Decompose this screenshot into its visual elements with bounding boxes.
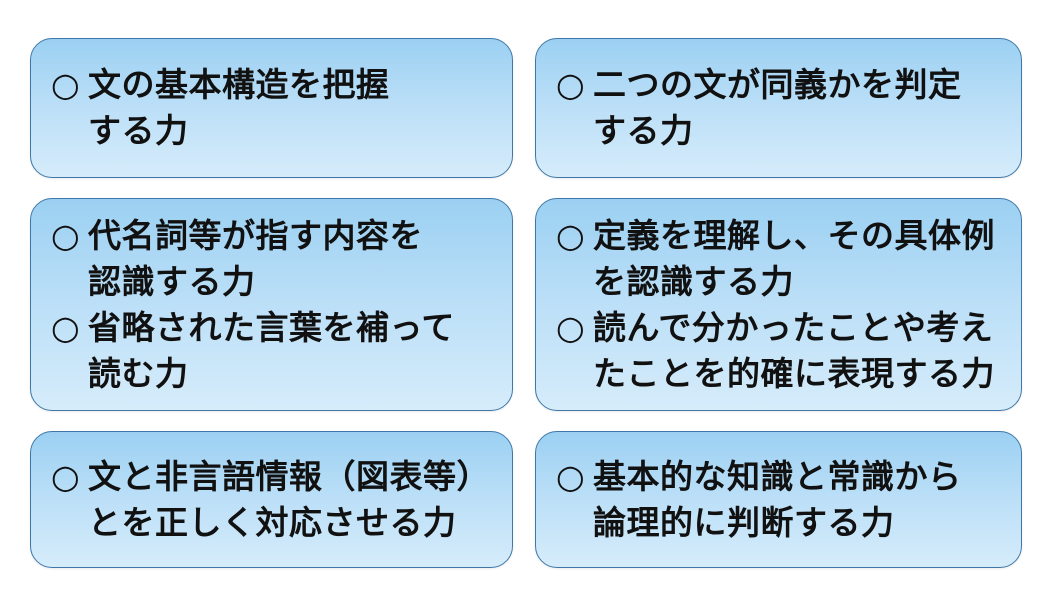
skill-items: ○ 定義を理解し、その具体例 を認識する力 ○ 読んで分かったことや考え たこと… — [556, 199, 1007, 410]
skill-box-definition: ○ 定義を理解し、その具体例 を認識する力 ○ 読んで分かったことや考え たこと… — [535, 198, 1022, 411]
skill-text: 定義を理解し、その具体例 を認識する力 — [593, 215, 995, 301]
circle-bullet: ○ — [51, 65, 81, 104]
skill-item: ○ 定義を理解し、その具体例 を認識する力 — [556, 213, 1007, 305]
circle-bullet: ○ — [51, 456, 81, 496]
skill-item: ○ 文の基本構造を把握 する力 — [51, 62, 498, 154]
skill-text: 二つの文が同義かを判定 する力 — [593, 65, 962, 150]
skill-box-synonymy: ○ 二つの文が同義かを判定 する力 — [535, 38, 1022, 178]
skill-text: 代名詞等が指す内容を 認識する力 — [88, 215, 423, 301]
skill-box-inference: ○ 基本的な知識と常識から 論理的に判断する力 — [535, 431, 1022, 568]
skill-items: ○ 代名詞等が指す内容を 認識する力 ○ 省略された言葉を補って 読む力 — [51, 199, 498, 410]
skill-items: ○ 文と非言語情報（図表等） とを正しく対応させる力 — [51, 432, 498, 567]
skill-item: ○ 読んで分かったことや考え たことを的確に表現する力 — [556, 305, 1007, 397]
skill-item: ○ 基本的な知識と常識から 論理的に判断する力 — [556, 454, 1007, 546]
circle-bullet: ○ — [556, 215, 586, 255]
skill-items: ○ 二つの文が同義かを判定 する力 — [556, 39, 1007, 177]
skill-box-structure: ○ 文の基本構造を把握 する力 — [30, 38, 513, 178]
skill-text: 省略された言葉を補って 読む力 — [88, 307, 455, 393]
skill-text: 文と非言語情報（図表等） とを正しく対応させる力 — [88, 456, 490, 542]
skill-text: 文の基本構造を把握 する力 — [88, 65, 390, 150]
skill-item: ○ 文と非言語情報（図表等） とを正しく対応させる力 — [51, 454, 498, 546]
circle-bullet: ○ — [556, 65, 586, 104]
skill-items: ○ 基本的な知識と常識から 論理的に判断する力 — [556, 432, 1007, 567]
skill-item: ○ 代名詞等が指す内容を 認識する力 — [51, 213, 498, 305]
skill-items: ○ 文の基本構造を把握 する力 — [51, 39, 498, 177]
skill-item: ○ 二つの文が同義かを判定 する力 — [556, 62, 1007, 154]
skill-box-nonverbal: ○ 文と非言語情報（図表等） とを正しく対応させる力 — [30, 431, 513, 568]
skill-box-reference: ○ 代名詞等が指す内容を 認識する力 ○ 省略された言葉を補って 読む力 — [30, 198, 513, 411]
skill-text: 基本的な知識と常識から 論理的に判断する力 — [593, 456, 962, 542]
circle-bullet: ○ — [51, 215, 81, 255]
circle-bullet: ○ — [556, 307, 586, 347]
skill-text: 読んで分かったことや考え たことを的確に表現する力 — [593, 307, 995, 393]
skill-item: ○ 省略された言葉を補って 読む力 — [51, 305, 498, 397]
circle-bullet: ○ — [556, 456, 586, 496]
circle-bullet: ○ — [51, 307, 81, 347]
skills-grid: ○ 文の基本構造を把握 する力 ○ 二つの文が同義かを判定 する力 ○ 代名詞等… — [30, 38, 1022, 568]
